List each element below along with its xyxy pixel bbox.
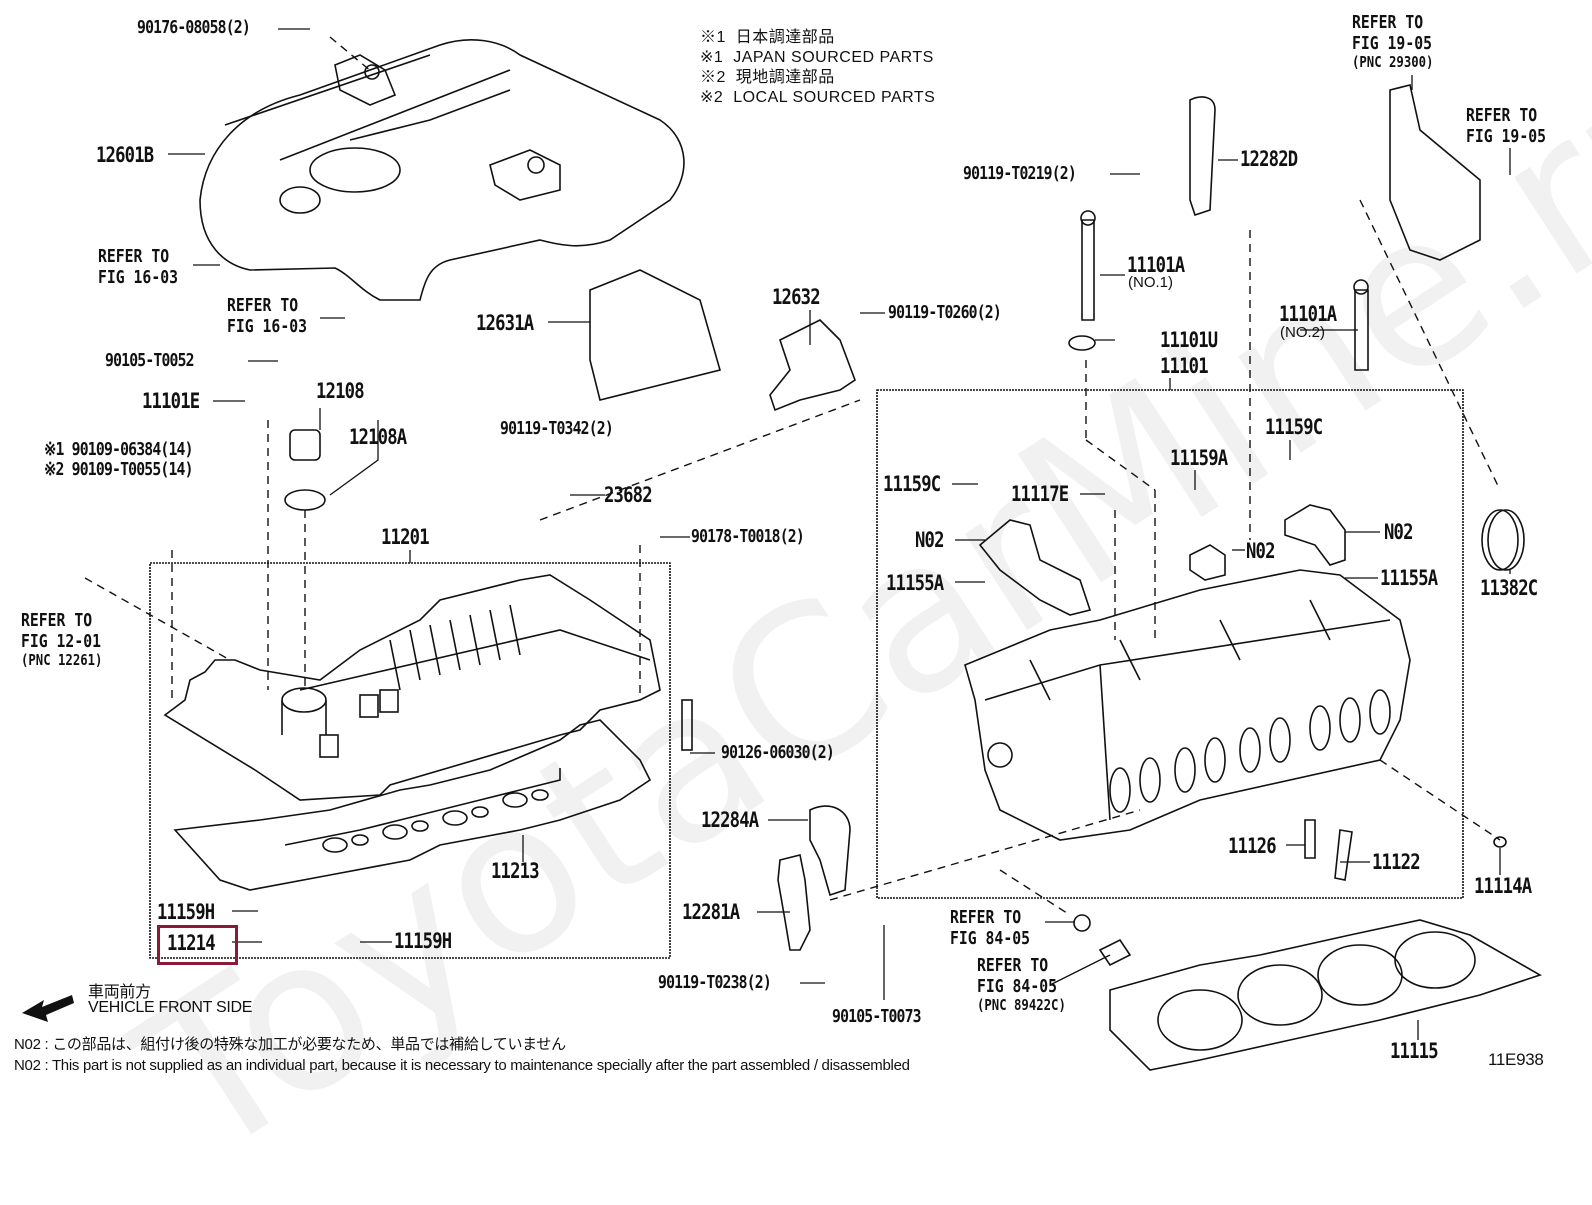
- part-label-11117E[interactable]: 11117E: [1011, 482, 1069, 506]
- part-label-11101[interactable]: 11101: [1160, 354, 1209, 378]
- head-cover-gasket-drawing: [173, 719, 652, 891]
- legend-line: ※1 JAPAN SOURCED PARTS: [700, 49, 934, 66]
- part-label-12108A[interactable]: 12108A: [349, 425, 407, 449]
- part-label-90109-06384[interactable]: ※1 90109-06384(14): [44, 439, 193, 460]
- part-label-11101A-no2[interactable]: 11101A: [1279, 302, 1337, 326]
- part-label-90119-T0219[interactable]: 90119-T0219(2): [963, 163, 1077, 184]
- part-label-12631A[interactable]: 12631A: [476, 311, 534, 335]
- vehicle-front-arrow-icon: [22, 995, 74, 1022]
- sourcing-legend: ※1 日本調達部品 ※1 JAPAN SOURCED PARTS ※2 現地調達…: [700, 28, 935, 108]
- part-label-12284A[interactable]: 12284A: [701, 808, 759, 832]
- engine-hanger-drawing: [1189, 96, 1216, 217]
- part-label-90126-06030[interactable]: 90126-06030(2): [721, 742, 835, 763]
- figure-id: 11E938: [1488, 1050, 1544, 1069]
- part-label-90119-T0342[interactable]: 90119-T0342(2): [500, 418, 614, 439]
- camshaft-bearing-cap-drawing: [978, 519, 1092, 616]
- camshaft-bearing-cap-drawing: [1189, 544, 1226, 581]
- cylinder-head-gasket-drawing: [1109, 919, 1542, 1071]
- part-label-90178-T0018[interactable]: 90178-T0018(2): [691, 526, 805, 547]
- part-label-11101A-no1-sub: (NO.1): [1128, 274, 1173, 291]
- part-label-11159C[interactable]: 11159C: [883, 472, 941, 496]
- part-label-11155A[interactable]: 11155A: [886, 571, 944, 595]
- part-label-11213[interactable]: 11213: [491, 859, 540, 883]
- part-label-23682[interactable]: 23682: [604, 483, 653, 507]
- assembly-guide-lines: [84, 36, 1501, 916]
- part-label-11214[interactable]: 11214: [167, 931, 216, 955]
- part-label-90105-T0052[interactable]: 90105-T0052: [105, 350, 195, 371]
- part-label-11159A[interactable]: 11159A: [1170, 446, 1228, 470]
- leader-lines: [168, 28, 1511, 1040]
- part-label-90119-T0238[interactable]: 90119-T0238(2): [658, 972, 772, 993]
- part-label-11122[interactable]: 11122: [1372, 850, 1421, 874]
- part-label-11126[interactable]: 11126: [1228, 834, 1277, 858]
- engine-cover-drawing: [199, 39, 685, 301]
- hanger-bracket-drawing: [777, 854, 811, 951]
- part-label-90176-08058[interactable]: 90176-08058(2): [137, 17, 251, 38]
- engine-hanger-drawing: [809, 805, 851, 897]
- part-label-N02[interactable]: N02: [1246, 539, 1275, 563]
- head-cover-group-box: [149, 562, 671, 959]
- legend-line: ※2 現地調達部品: [700, 69, 835, 86]
- part-label-11159C[interactable]: 11159C: [1265, 415, 1323, 439]
- vacuum-pump-drawing: [1389, 84, 1481, 261]
- part-label-11155A[interactable]: 11155A: [1380, 566, 1438, 590]
- part-label-N02[interactable]: N02: [1384, 520, 1413, 544]
- highlighted-part-box: [157, 925, 238, 965]
- part-label-11101E[interactable]: 11101E: [142, 389, 200, 413]
- part-label-11101A-no2-sub: (NO.2): [1280, 324, 1325, 341]
- part-label-12601B[interactable]: 12601B: [96, 143, 154, 167]
- vehicle-front-label-en: VEHICLE FRONT SIDE: [88, 999, 253, 1016]
- part-label-11101A-no1[interactable]: 11101A: [1127, 253, 1185, 277]
- part-label-12108[interactable]: 12108: [316, 379, 365, 403]
- camshaft-bearing-cap-drawing: [1284, 504, 1346, 566]
- footnote-en: N02 : This part is not supplied as an in…: [14, 1057, 910, 1074]
- bracket-drawing: [589, 269, 721, 401]
- bolts-drawing: [284, 84, 1525, 967]
- part-label-11201[interactable]: 11201: [381, 525, 430, 549]
- part-label-11159H[interactable]: 11159H: [394, 929, 452, 953]
- footnote-jp: N02 : この部品は、組付け後の特殊な加工が必要なため、単品では補給していませ…: [14, 1036, 566, 1053]
- part-label-11159H[interactable]: 11159H: [157, 900, 215, 924]
- cylinder-head-drawing: [964, 569, 1411, 841]
- cylinder-head-cover-drawing: [163, 574, 661, 801]
- bracket-drawing: [769, 319, 856, 412]
- part-label-11114A[interactable]: 11114A: [1474, 874, 1532, 898]
- part-label-12281A[interactable]: 12281A: [682, 900, 740, 924]
- part-label-12282D[interactable]: 12282D: [1240, 147, 1298, 171]
- exploded-parts-drawing: [22, 28, 1542, 1071]
- part-label-N02[interactable]: N02: [915, 528, 944, 552]
- part-label-90119-T0260[interactable]: 90119-T0260(2): [888, 302, 1002, 323]
- legend-line: ※1 日本調達部品: [700, 29, 835, 46]
- part-label-90109-T0055[interactable]: ※2 90109-T0055(14): [44, 459, 193, 480]
- part-label-12632[interactable]: 12632: [772, 285, 821, 309]
- vehicle-front-label-jp: 車両前方: [88, 984, 151, 1001]
- part-label-11382C[interactable]: 11382C: [1480, 576, 1538, 600]
- part-label-11101U[interactable]: 11101U: [1160, 328, 1218, 352]
- legend-line: ※2 LOCAL SOURCED PARTS: [700, 89, 936, 106]
- part-label-90105-T0073[interactable]: 90105-T0073: [832, 1006, 922, 1027]
- part-label-11115[interactable]: 11115: [1390, 1039, 1439, 1063]
